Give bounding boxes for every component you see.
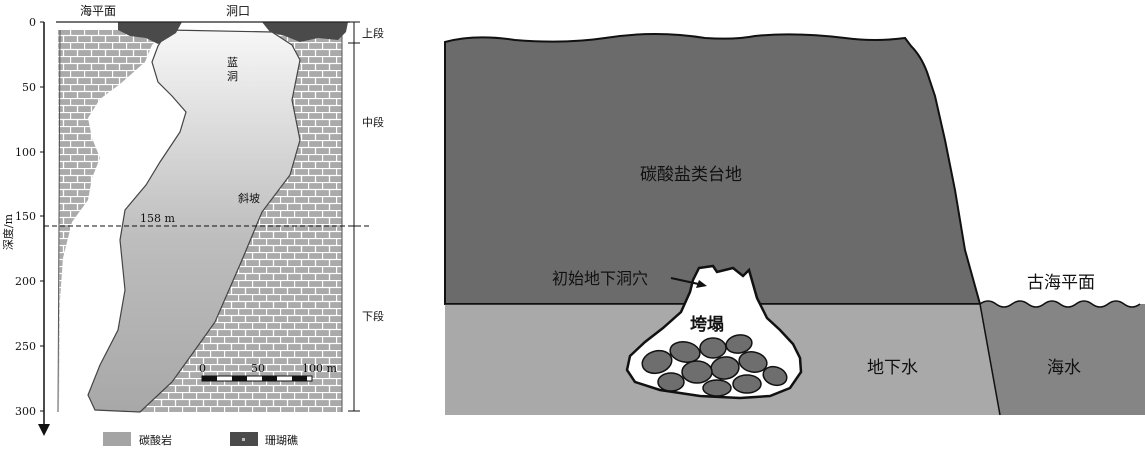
coral-reef-left <box>118 22 182 44</box>
legend-label-carbonate: 碳酸岩 <box>139 433 172 447</box>
seawater-label: 海水 <box>1047 358 1081 378</box>
depth-tick-300: 300 <box>15 405 36 418</box>
depth-tick-200: 200 <box>15 275 36 288</box>
scale-tick-0: 0 <box>199 362 206 375</box>
blue-hole-depth-profile: 海平面 洞口 0 50 100 150 200 250 300 深度/m 158… <box>1 3 384 447</box>
cave-mouth-label: 洞口 <box>226 4 250 18</box>
scale-tick-50: 50 <box>251 362 265 375</box>
segment-middle: 中段 <box>362 115 384 129</box>
collapse-rubble <box>641 334 788 397</box>
depth-tick-50: 50 <box>22 81 36 94</box>
cave-name-line2: 洞 <box>227 70 238 83</box>
groundwater-label: 地下水 <box>867 358 918 378</box>
depth-tick-0: 0 <box>29 16 36 29</box>
carbonate-platform <box>444 33 982 305</box>
scale-bar <box>201 375 313 382</box>
depth-axis-title: 深度/m <box>1 213 15 250</box>
segment-brackets <box>348 21 360 412</box>
depth-158-label: 158 m <box>140 212 175 225</box>
legend-label-coral: 珊瑚礁 <box>265 433 298 447</box>
cave-name-line1: 蓝 <box>227 56 238 69</box>
depth-tick-150: 150 <box>15 210 36 223</box>
seawater-zone <box>980 301 1145 415</box>
ancient-sea-level-label: 古海平面 <box>1027 273 1095 293</box>
segment-lower: 下段 <box>362 309 384 323</box>
slope-label: 斜坡 <box>238 192 260 205</box>
depth-axis-arrow <box>38 424 50 436</box>
sea-level-label: 海平面 <box>80 3 116 18</box>
cave-formation-diagram: 碳酸盐类台地 初始地下洞穴 垮塌 地下水 古海平面 海水 <box>444 33 1145 416</box>
platform-label: 碳酸盐类台地 <box>640 165 742 185</box>
depth-axis-ticks <box>40 21 44 412</box>
scale-tick-100: 100 m <box>302 362 337 375</box>
initial-cave-label: 初始地下洞穴 <box>552 269 648 288</box>
legend-swatch-carbonate <box>103 432 131 446</box>
depth-tick-100: 100 <box>15 146 36 159</box>
carbonate-rock-body <box>58 30 342 412</box>
blue-hole-cave <box>87 29 301 413</box>
coral-reef-right <box>262 22 348 42</box>
segment-upper: 上段 <box>362 26 384 40</box>
depth-tick-250: 250 <box>15 340 36 353</box>
collapse-label: 垮塌 <box>690 314 724 335</box>
